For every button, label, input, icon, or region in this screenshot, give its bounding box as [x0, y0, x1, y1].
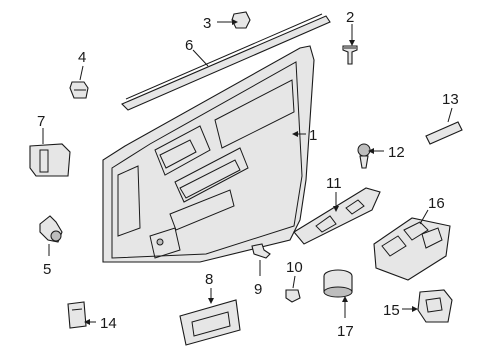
callout-16: 16: [428, 195, 445, 212]
callout-8: 8: [205, 271, 213, 288]
callout-7: 7: [37, 113, 45, 130]
callout-4: 4: [78, 49, 86, 66]
belt-weatherstrip-part: [121, 13, 331, 111]
callout-13: 13: [442, 91, 459, 108]
door-trim-panel-part: [102, 45, 315, 263]
switch-bezel-part: [293, 187, 381, 245]
callout-15: 15: [383, 302, 400, 319]
cap-part: [285, 289, 301, 303]
switch-part: [417, 289, 453, 323]
callout-1: 1: [309, 127, 317, 144]
clip-part: [231, 11, 251, 29]
push-pin-part: [69, 81, 89, 99]
callout-10: 10: [286, 259, 303, 276]
callout-17: 17: [337, 323, 354, 340]
callout-2: 2: [346, 9, 354, 26]
callout-12: 12: [388, 144, 405, 161]
callout-5: 5: [43, 261, 51, 278]
bracket-part: [29, 143, 71, 177]
callout-11: 11: [326, 175, 342, 192]
master-switch-part: [373, 217, 451, 281]
screw-part: [342, 45, 358, 65]
connector-part: [67, 301, 87, 329]
callout-14: 14: [100, 315, 117, 332]
callout-3: 3: [203, 15, 211, 32]
leader-lines: [42, 19, 453, 325]
bolt-washer-part: [357, 143, 371, 169]
grommet-part: [323, 269, 353, 298]
callout-9: 9: [254, 281, 262, 298]
trim-insert-part: [425, 121, 463, 145]
callout-6: 6: [185, 37, 193, 54]
retainer-part: [39, 215, 63, 243]
bolt-part: [251, 243, 271, 259]
pull-cup-part: [179, 299, 241, 346]
